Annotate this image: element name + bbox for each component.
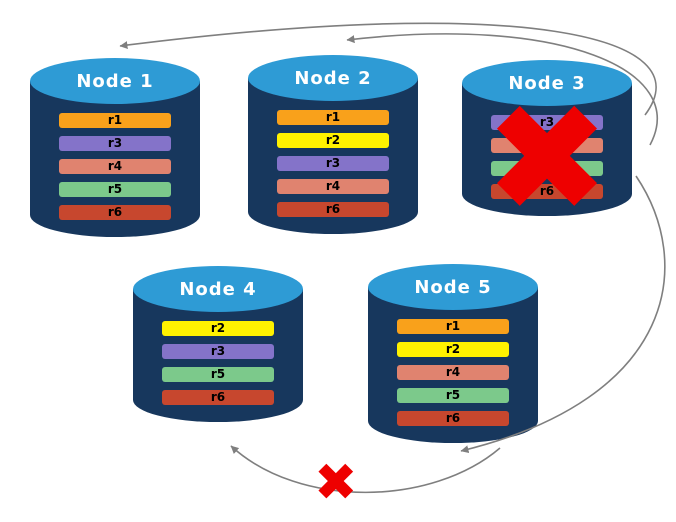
node-3-replica-r6: r6 <box>491 184 603 199</box>
node-1-replica-r3: r3 <box>59 136 171 151</box>
node-3-replica-r3: r3 <box>491 115 603 130</box>
node-1-replica-r6: r6 <box>59 205 171 220</box>
node-4-replica-r5: r5 <box>162 367 274 382</box>
node-5-replica-r4: r4 <box>397 365 509 380</box>
node-2-body: r1 r2 r3 r4 r6 <box>248 78 418 234</box>
node-1: r1 r3 r4 r5 r6 Node 1 <box>30 58 200 237</box>
node-5-title: Node 5 <box>368 264 538 310</box>
node-2-title: Node 2 <box>248 55 418 101</box>
node-5-replica-r6: r6 <box>397 411 509 426</box>
node-3-replica-r5: r5 <box>491 161 603 176</box>
node-1-replica-r1: r1 <box>59 113 171 128</box>
node-1-replica-r5: r5 <box>59 182 171 197</box>
node-2-replica-r4: r4 <box>277 179 389 194</box>
node-4-title: Node 4 <box>133 266 303 312</box>
node-3-title: Node 3 <box>462 60 632 106</box>
node-2-replica-r1: r1 <box>277 110 389 125</box>
node-2-replica-r2: r2 <box>277 133 389 148</box>
node-1-replica-r4: r4 <box>59 159 171 174</box>
node-5-replica-r1: r1 <box>397 319 509 334</box>
node-4-replica-r3: r3 <box>162 344 274 359</box>
node-5: r1 r2 r4 r5 r6 Node 5 <box>368 264 538 443</box>
node-1-title: Node 1 <box>30 58 200 104</box>
node-5-body: r1 r2 r4 r5 r6 <box>368 287 538 443</box>
node-3-replica-r4: r4 <box>491 138 603 153</box>
node-4-replica-r2: r2 <box>162 321 274 336</box>
node-2: r1 r2 r3 r4 r6 Node 2 <box>248 55 418 234</box>
node-4: r2 r3 r5 r6 Node 4 <box>133 266 303 422</box>
node-5-replica-r5: r5 <box>397 388 509 403</box>
node-1-body: r1 r3 r4 r5 r6 <box>30 81 200 237</box>
node-4-replica-r6: r6 <box>162 390 274 405</box>
node-2-replica-r6: r6 <box>277 202 389 217</box>
node-5-replica-r2: r2 <box>397 342 509 357</box>
node-2-replica-r3: r3 <box>277 156 389 171</box>
